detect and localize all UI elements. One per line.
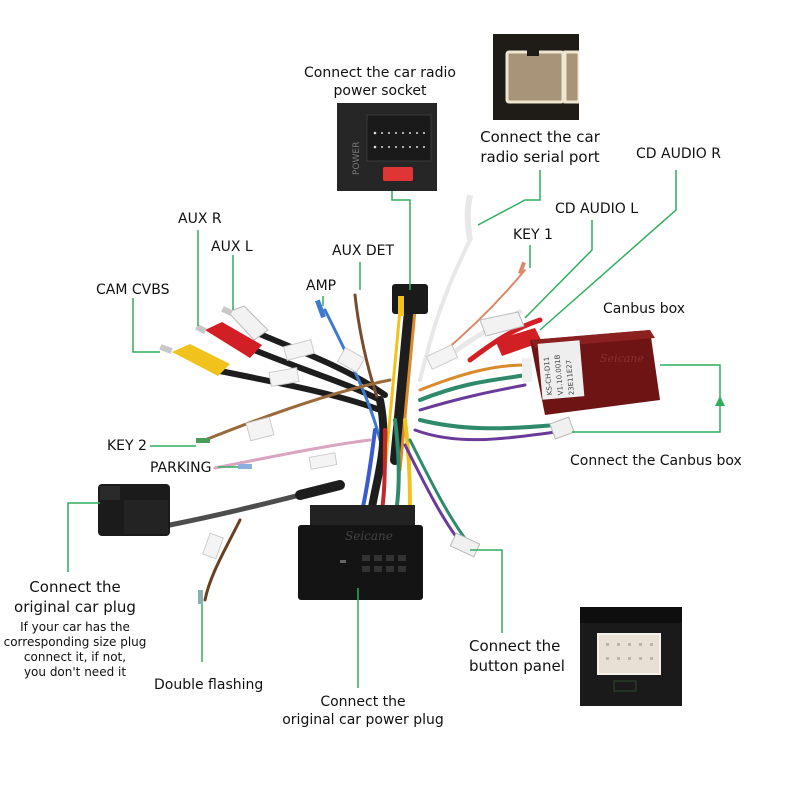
label-power-plug-line2: original car power plug: [282, 712, 444, 728]
arrow-up-icon: [715, 396, 725, 406]
original-car-power-plug: Seicane: [298, 505, 423, 600]
rca-plug-cam-cvbs: [159, 344, 230, 376]
rca-plug-aux-l: [221, 305, 269, 341]
serial-port-photo: [493, 34, 579, 120]
label-original-plug-line2: original car plug: [14, 598, 136, 616]
label-original-plug-note: If your car has the corresponding size p…: [0, 620, 150, 680]
rca-plug-aux-r: [195, 322, 262, 358]
label-cd-audio-r: CD AUDIO R: [636, 146, 721, 162]
note-line2: corresponding size plug: [3, 635, 147, 649]
power-text: POWER: [352, 142, 362, 175]
label-aux-det: AUX DET: [332, 243, 395, 259]
label-button-panel-line1: Connect the: [469, 637, 561, 655]
brand-watermark: Seicane: [345, 529, 393, 543]
label-double-flashing: Double flashing: [154, 677, 264, 693]
leader-cd-audio-r: [539, 170, 677, 331]
label-serial-port: Connect the car radio serial port: [470, 127, 610, 167]
button-panel-photo: [580, 607, 682, 706]
label-aux-l: AUX L: [211, 239, 253, 255]
power-socket-photo: POWER: [337, 103, 437, 191]
label-canbus-box: Canbus box: [603, 301, 686, 317]
label-button-panel: Connect the button panel: [469, 636, 565, 676]
label-key2: KEY 2: [107, 438, 147, 454]
label-key1: KEY 1: [513, 227, 553, 243]
serial-port-illustration: [493, 34, 579, 120]
label-button-panel-line2: button panel: [469, 657, 565, 675]
label-power-socket: Connect the car radio power socket: [300, 64, 460, 100]
label-parking: PARKING: [150, 460, 212, 476]
label-original-plug-line1: Connect the: [29, 578, 121, 596]
canbus-brand: Seicane: [600, 352, 644, 365]
leader-button-panel: [470, 549, 503, 633]
note-line1: If your car has the: [20, 620, 130, 634]
wire-tags: [202, 339, 459, 560]
button-panel-illustration: [580, 607, 682, 706]
label-power-socket-line1: Connect the car radio: [304, 65, 456, 81]
rca-plug-cd-audio-r: [495, 328, 542, 356]
original-car-plug: [98, 484, 170, 536]
note-line4: you don't need it: [23, 665, 127, 679]
wire-tips: [196, 194, 526, 604]
leader-cam-cvbs: [132, 298, 160, 353]
canbus-sticker-line: KS-CH-D11: [543, 356, 554, 395]
leader-power-socket: [391, 190, 411, 290]
power-socket-illustration: POWER: [337, 103, 437, 191]
note-line3: connect it, if not,: [23, 650, 127, 664]
leader-cd-audio-l: [524, 220, 593, 319]
label-connect-canbus: Connect the Canbus box: [570, 453, 742, 469]
label-power-socket-line2: power socket: [333, 83, 427, 99]
label-original-plug: Connect the original car plug: [0, 577, 150, 617]
label-aux-r: AUX R: [178, 211, 222, 227]
label-power-plug: Connect the original car power plug: [278, 693, 448, 729]
power-harness-plug: [392, 284, 428, 316]
label-cd-audio-l: CD AUDIO L: [555, 201, 639, 217]
canbus-sticker-line: 23E11E27: [565, 359, 576, 395]
canbus-output-plug: [549, 416, 575, 440]
label-cam-cvbs: CAM CVBS: [96, 282, 170, 298]
canbus-sticker-line: V1.10.001B: [553, 354, 565, 396]
leader-original-plug: [67, 502, 100, 572]
rca-plug-cd-audio-l: [479, 311, 525, 337]
canbus-box: Seicane: [522, 330, 660, 415]
label-serial-port-line2: radio serial port: [480, 148, 600, 166]
label-amp: AMP: [306, 278, 337, 294]
leader-serial-port: [477, 170, 541, 226]
label-serial-port-line1: Connect the car: [480, 128, 600, 146]
label-power-plug-line1: Connect the: [320, 694, 406, 710]
